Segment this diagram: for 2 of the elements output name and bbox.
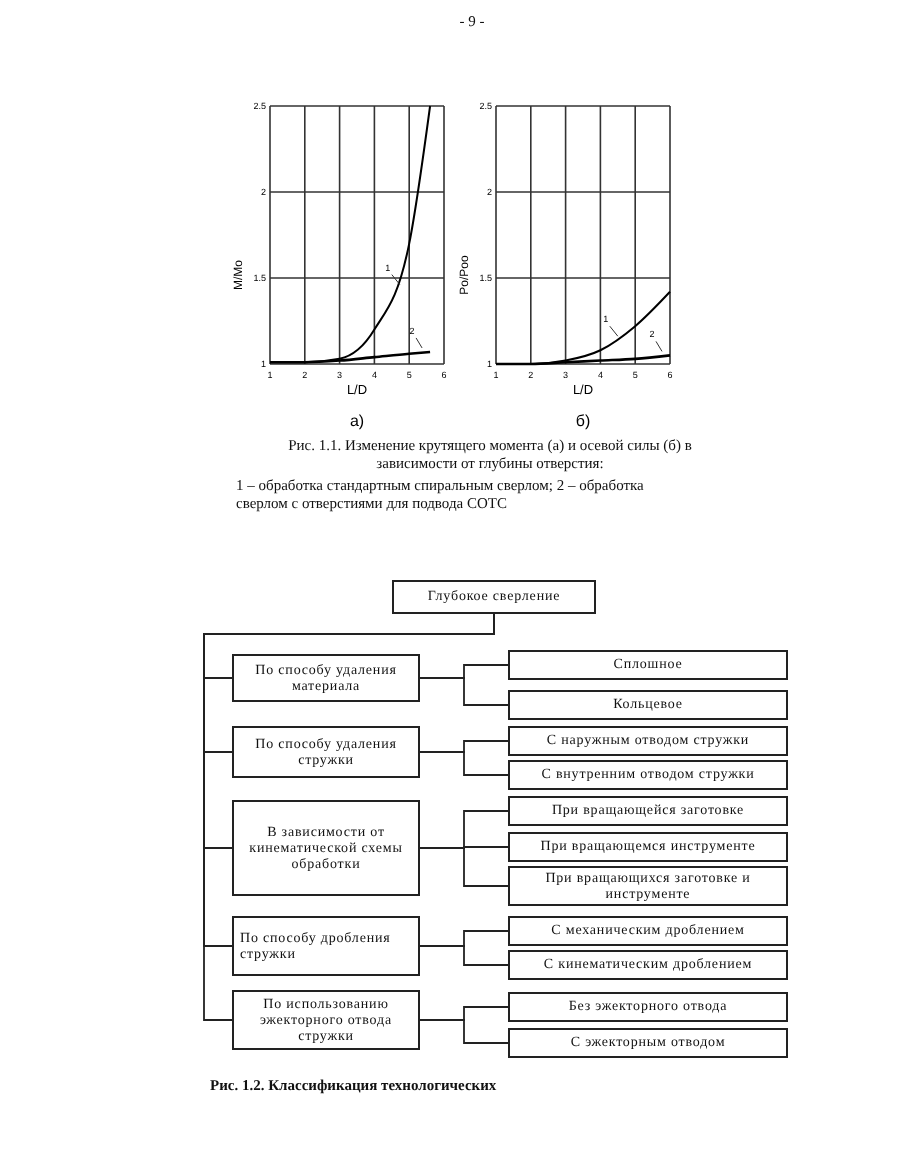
chart-title: а) [349, 412, 365, 430]
chart-title: б) [575, 412, 591, 430]
